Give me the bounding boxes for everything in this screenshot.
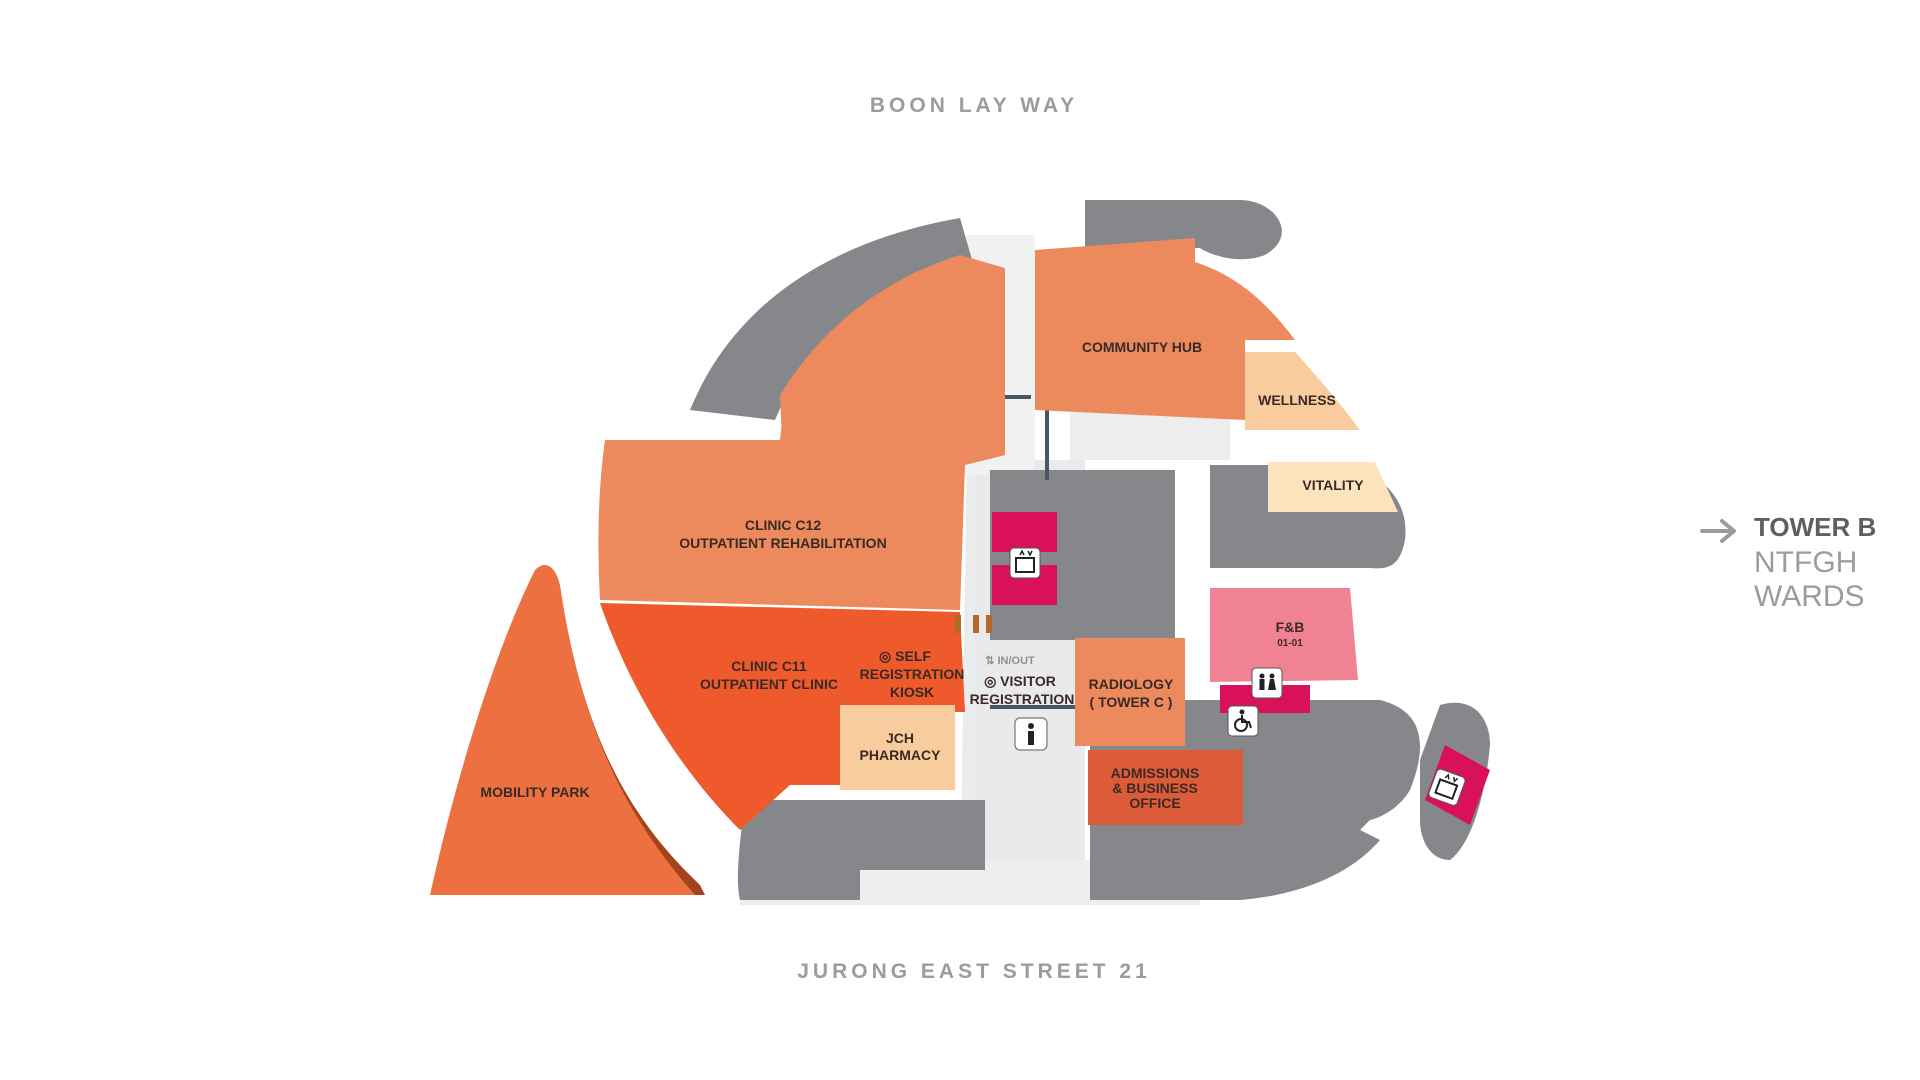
south-west-corridor [737, 800, 985, 900]
wellness-label: WELLNESS [1258, 392, 1336, 408]
accessible-icon[interactable] [1227, 705, 1259, 737]
clinic-c11-sublabel: OUTPATIENT CLINIC [700, 676, 838, 692]
street-north-label: BOON LAY WAY [870, 94, 1078, 117]
wards-label[interactable]: WARDS [1754, 580, 1865, 613]
street-south-label: JURONG EAST STREET 21 [797, 960, 1151, 983]
zone-vitality[interactable] [1268, 462, 1398, 512]
vitality-label: VITALITY [1302, 477, 1364, 493]
arrow-right-icon [1700, 519, 1736, 543]
restroom-icon[interactable] [1251, 667, 1283, 699]
jch-pharmacy-label: JCH [886, 730, 914, 746]
visitor-registration-label-2[interactable]: REGISTRATION [970, 691, 1075, 707]
divider-1 [1005, 395, 1031, 399]
fb-unit-label: 01-01 [1277, 638, 1303, 649]
admissions-label-3: OFFICE [1129, 795, 1180, 811]
zone-clinic-c11[interactable] [600, 603, 965, 830]
entrance-posts [955, 615, 992, 633]
zone-clinic-c12-upper[interactable] [780, 255, 1005, 440]
lift-icon[interactable] [1009, 547, 1041, 579]
divider-2 [1045, 410, 1049, 480]
clinic-c12-sublabel: OUTPATIENT REHABILITATION [679, 535, 886, 551]
fb-label: F&B [1276, 619, 1305, 635]
tower-b-label[interactable]: TOWER B [1754, 512, 1877, 542]
radiology-label: RADIOLOGY [1089, 676, 1174, 692]
zone-jch-pharmacy[interactable] [840, 705, 955, 790]
self-registration-label-3[interactable]: KIOSK [890, 684, 934, 700]
zone-fb[interactable] [1210, 588, 1358, 682]
zone-wellness[interactable] [1245, 352, 1360, 430]
zone-radiology[interactable] [1075, 638, 1185, 746]
visitor-registration-label-1[interactable]: ◎ VISITOR [984, 673, 1056, 689]
admissions-label-1: ADMISSIONS [1111, 765, 1200, 781]
lift-icon[interactable] [1428, 768, 1466, 806]
info-icon[interactable] [1014, 717, 1048, 751]
clinic-c12-label: CLINIC C12 [745, 517, 821, 533]
jch-pharmacy-sublabel: PHARMACY [860, 747, 942, 763]
lift-block-top [992, 512, 1057, 552]
community-hub-label: COMMUNITY HUB [1082, 339, 1202, 355]
ntfgh-label[interactable]: NTFGH [1754, 546, 1858, 579]
self-registration-label-1[interactable]: ◎ SELF [879, 648, 931, 664]
in-out-label: ⇅ IN/OUT [985, 655, 1035, 667]
zone-admissions[interactable] [1088, 750, 1243, 825]
mobility-park-label: MOBILITY PARK [480, 784, 589, 800]
admissions-label-2: & BUSINESS [1112, 780, 1198, 796]
divider-3 [990, 705, 1080, 709]
self-registration-label-2[interactable]: REGISTRATION [860, 666, 965, 682]
zone-mobility-park[interactable] [430, 565, 695, 895]
zone-clinic-c12[interactable] [598, 395, 1005, 610]
zone-community-hub[interactable] [1035, 238, 1295, 420]
north-west-wing [690, 218, 975, 420]
clinic-c11-label: CLINIC C11 [731, 658, 807, 674]
radiology-sublabel: ( TOWER C ) [1090, 694, 1173, 710]
